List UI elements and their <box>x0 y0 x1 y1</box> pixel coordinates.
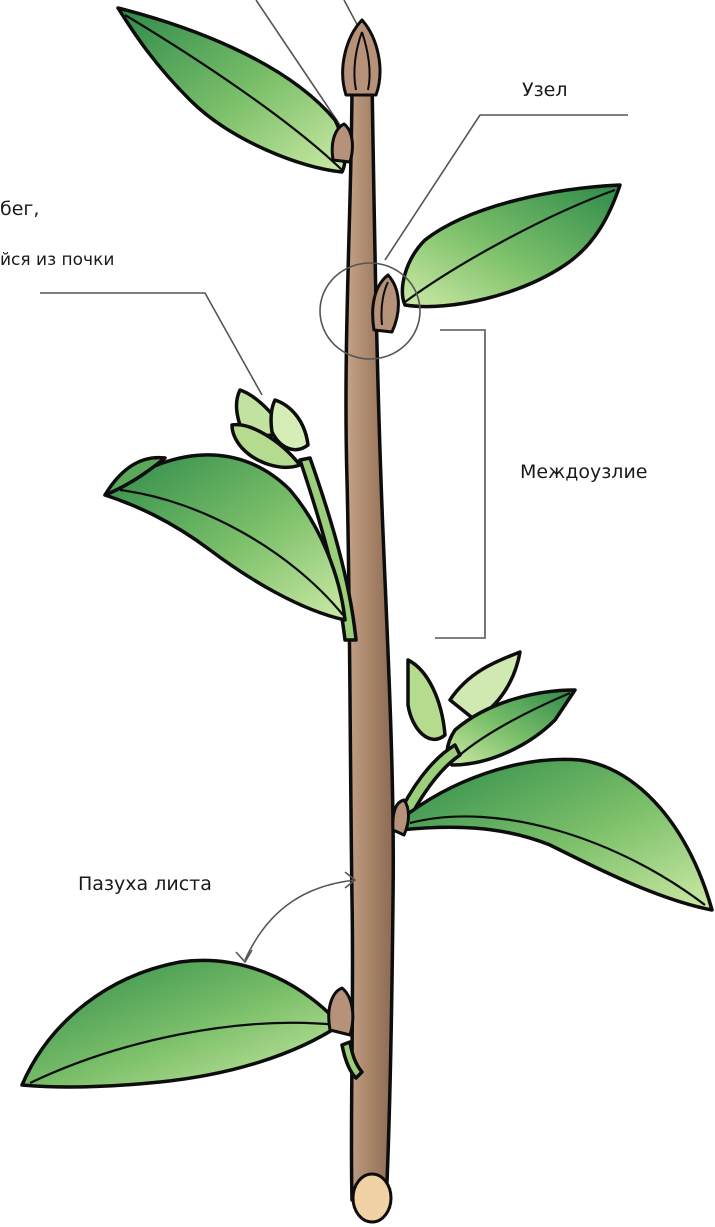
leaf-upper-right <box>402 185 620 307</box>
lateral-shoot <box>105 390 356 640</box>
stem <box>346 80 393 1205</box>
shoot-label-line1: бег, <box>0 198 39 220</box>
node-label: Узел <box>522 79 568 101</box>
leaf-lower-right <box>400 759 712 910</box>
terminal-bud <box>343 20 380 95</box>
shoot-label-line2: йся из почки <box>0 250 114 270</box>
leaf-axil-label: Пазуха листа <box>78 873 212 895</box>
internode-label: Междоузлие <box>520 461 648 483</box>
leaf-axil-arrow <box>245 880 355 960</box>
stem-cut-end <box>353 1174 391 1222</box>
shoot-leader-line <box>40 293 262 395</box>
leaf-top-left <box>118 8 345 172</box>
axillary-bud-middle <box>393 800 409 835</box>
leaf-lower-left <box>22 960 340 1087</box>
internode-bracket <box>435 330 485 638</box>
